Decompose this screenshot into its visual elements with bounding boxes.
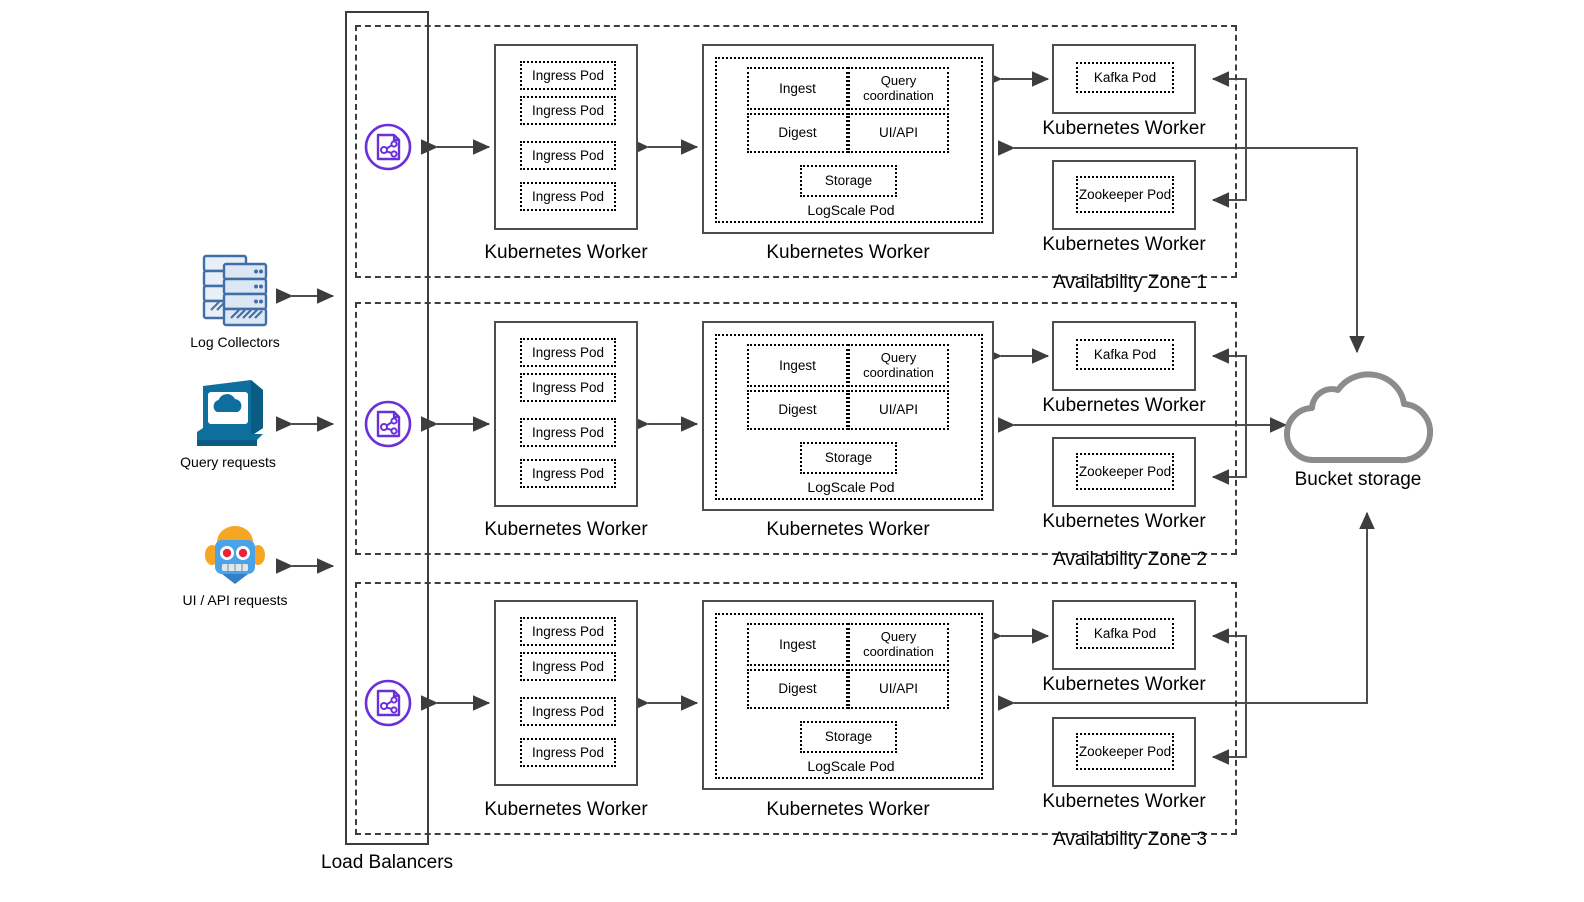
client-query-requests: Query requests — [148, 378, 308, 470]
logscale-digest-box: Digest — [747, 113, 848, 153]
client-log-collectors: Log Collectors — [155, 252, 315, 350]
robot-icon — [205, 526, 265, 584]
client-label: UI / API requests — [182, 592, 288, 608]
kafka-pod: Kafka Pod — [1076, 339, 1174, 370]
kafka-pod: Kafka Pod — [1076, 618, 1174, 649]
ingress-pod: Ingress Pod — [520, 141, 616, 170]
load-balancer-icon-zone-1[interactable] — [363, 122, 413, 172]
load-balancer-icon-zone-3[interactable] — [363, 678, 413, 728]
zookeeper-worker-label-zone-3: Kubernetes Worker — [1042, 791, 1206, 812]
server-stack-icon — [202, 254, 268, 327]
logscale-pod-label: LogScale Pod — [807, 202, 895, 218]
logscale-ui-api-box: UI/API — [848, 669, 949, 709]
logscale-pod: Ingest Query coordination Digest UI/API … — [715, 334, 983, 500]
availability-zone-3-label: Availability Zone 3 — [1053, 829, 1207, 850]
availability-zone-2-label: Availability Zone 2 — [1053, 549, 1207, 570]
ingress-pod: Ingress Pod — [520, 697, 616, 726]
ingress-pod: Ingress Pod — [520, 738, 616, 767]
zookeeper-worker-zone-3: Zookeeper Pod — [1052, 717, 1196, 787]
zookeeper-worker-label-zone-2: Kubernetes Worker — [1042, 511, 1206, 532]
logscale-ui-api-box: UI/API — [848, 113, 949, 153]
ingress-pod: Ingress Pod — [520, 418, 616, 447]
load-balancer-icon — [364, 123, 412, 171]
kafka-worker-label-zone-3: Kubernetes Worker — [1042, 674, 1206, 695]
bucket-storage-label: Bucket storage — [1294, 469, 1422, 490]
logscale-digest-box: Digest — [747, 390, 848, 430]
client-label: Log Collectors — [190, 334, 280, 350]
logscale-pod-label: LogScale Pod — [807, 479, 895, 495]
logscale-worker-label-zone-2: Kubernetes Worker — [766, 519, 930, 540]
zookeeper-worker-label-zone-1: Kubernetes Worker — [1042, 234, 1206, 255]
logscale-worker-zone-2: Ingest Query coordination Digest UI/API … — [702, 321, 994, 511]
logscale-storage-box: Storage — [800, 165, 897, 197]
zookeeper-pod: Zookeeper Pod — [1076, 176, 1174, 213]
logscale-pod-label: LogScale Pod — [807, 758, 895, 774]
monitor-cloud-icon — [197, 380, 263, 446]
load-balancer-icon — [364, 679, 412, 727]
logscale-worker-label-zone-1: Kubernetes Worker — [766, 242, 930, 263]
logscale-query-coordination-box: Query coordination — [848, 344, 949, 387]
cloud-icon — [1284, 371, 1433, 464]
logscale-ingest-box: Ingest — [747, 67, 848, 110]
ingress-pod: Ingress Pod — [520, 61, 616, 90]
ingress-pod: Ingress Pod — [520, 338, 616, 367]
logscale-worker-zone-1: Ingest Query coordination Digest UI/API … — [702, 44, 994, 234]
ingress-worker-zone-2: Ingress Pod Ingress Pod Ingress Pod Ingr… — [494, 321, 638, 507]
ingress-pod: Ingress Pod — [520, 373, 616, 402]
logscale-pod: Ingest Query coordination Digest UI/API … — [715, 57, 983, 223]
logscale-pod: Ingest Query coordination Digest UI/API … — [715, 613, 983, 779]
logscale-ingest-box: Ingest — [747, 623, 848, 666]
ingress-worker-label-zone-1: Kubernetes Worker — [484, 242, 648, 263]
ingress-worker-label-zone-3: Kubernetes Worker — [484, 799, 648, 820]
ingress-pod: Ingress Pod — [520, 96, 616, 125]
load-balancers-container — [345, 11, 429, 845]
logscale-worker-zone-3: Ingest Query coordination Digest UI/API … — [702, 600, 994, 790]
zookeeper-worker-zone-1: Zookeeper Pod — [1052, 160, 1196, 230]
logscale-storage-box: Storage — [800, 721, 897, 753]
availability-zone-1-label: Availability Zone 1 — [1053, 272, 1207, 293]
availability-zone-1 — [355, 25, 1237, 278]
ingress-worker-zone-3: Ingress Pod Ingress Pod Ingress Pod Ingr… — [494, 600, 638, 786]
logscale-query-coordination-box: Query coordination — [848, 623, 949, 666]
ingress-worker-zone-1: Ingress Pod Ingress Pod Ingress Pod Ingr… — [494, 44, 638, 230]
load-balancer-icon — [364, 400, 412, 448]
kafka-worker-label-zone-2: Kubernetes Worker — [1042, 395, 1206, 416]
kafka-worker-zone-2: Kafka Pod — [1052, 321, 1196, 391]
client-label: Query requests — [180, 454, 276, 470]
ingress-worker-label-zone-2: Kubernetes Worker — [484, 519, 648, 540]
load-balancers-label: Load Balancers — [321, 852, 454, 873]
ingress-pod: Ingress Pod — [520, 182, 616, 211]
logscale-digest-box: Digest — [747, 669, 848, 709]
kafka-pod: Kafka Pod — [1076, 62, 1174, 93]
availability-zone-3 — [355, 582, 1237, 835]
ingress-pod: Ingress Pod — [520, 459, 616, 488]
bucket-storage: Bucket storage — [1248, 362, 1468, 491]
zookeeper-pod: Zookeeper Pod — [1076, 453, 1174, 490]
logscale-storage-box: Storage — [800, 442, 897, 474]
logscale-query-coordination-box: Query coordination — [848, 67, 949, 110]
kafka-worker-zone-3: Kafka Pod — [1052, 600, 1196, 670]
logscale-worker-label-zone-3: Kubernetes Worker — [766, 799, 930, 820]
zookeeper-worker-zone-2: Zookeeper Pod — [1052, 437, 1196, 507]
zookeeper-pod: Zookeeper Pod — [1076, 733, 1174, 770]
logscale-ingest-box: Ingest — [747, 344, 848, 387]
logscale-ui-api-box: UI/API — [848, 390, 949, 430]
kafka-worker-label-zone-1: Kubernetes Worker — [1042, 118, 1206, 139]
ingress-pod: Ingress Pod — [520, 652, 616, 681]
client-ui-api-requests: UI / API requests — [155, 522, 315, 608]
ingress-pod: Ingress Pod — [520, 617, 616, 646]
load-balancer-icon-zone-2[interactable] — [363, 399, 413, 449]
availability-zone-2 — [355, 302, 1237, 555]
kafka-worker-zone-1: Kafka Pod — [1052, 44, 1196, 114]
